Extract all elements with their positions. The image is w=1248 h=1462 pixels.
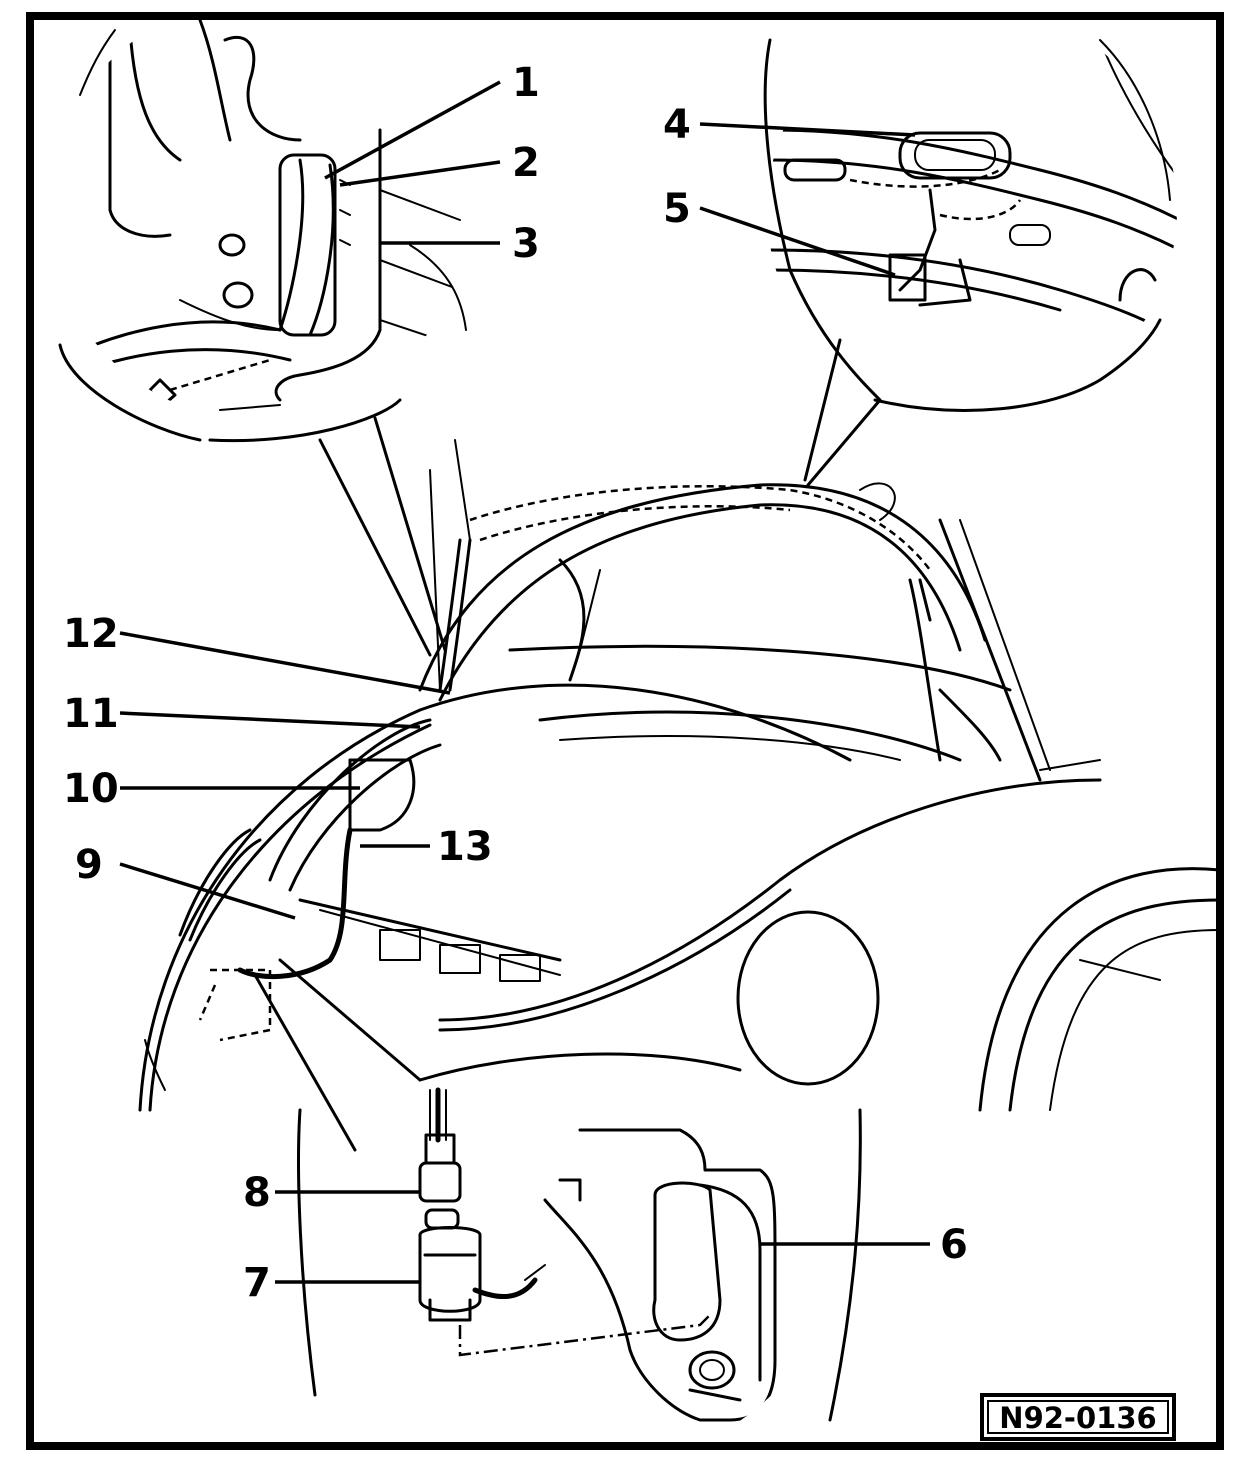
callout-8: 8 (243, 1170, 271, 1216)
detail-circle-jet (763, 38, 1177, 487)
callout-2: 2 (512, 140, 540, 186)
callout-1: 1 (512, 60, 540, 106)
callout-6: 6 (940, 1222, 968, 1268)
callout-11: 11 (63, 691, 119, 737)
callout-7: 7 (243, 1260, 271, 1306)
figure-frame (26, 12, 1224, 1450)
leader-5 (699, 206, 896, 277)
callout-12: 12 (63, 611, 119, 657)
figure-code-box: N92-0136 (980, 1393, 1176, 1441)
leader-12 (119, 631, 451, 695)
callout-3: 3 (512, 221, 540, 267)
detail-circle-reservoir (253, 958, 862, 1422)
callout-10: 10 (63, 766, 119, 812)
callout-9: 9 (75, 842, 103, 888)
vehicle-front-view (138, 439, 1222, 1112)
callout-4: 4 (663, 102, 691, 148)
leader-2 (339, 160, 501, 187)
figure-code: N92-0136 (999, 1401, 1156, 1435)
leader-lines (119, 80, 930, 1284)
leader-9 (119, 862, 296, 920)
callout-5: 5 (663, 186, 691, 232)
leader-1 (324, 80, 501, 180)
callout-labels: 1 2 3 4 5 6 7 8 9 10 11 12 13 (63, 60, 968, 1306)
detail-circle-hinge (58, 18, 468, 657)
callout-13: 13 (437, 824, 493, 870)
leader-11 (119, 711, 421, 729)
leader-4 (699, 122, 916, 137)
